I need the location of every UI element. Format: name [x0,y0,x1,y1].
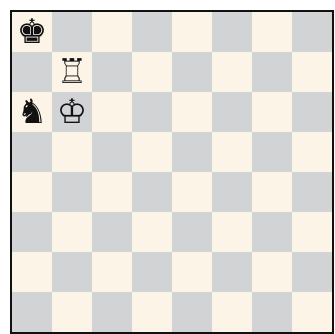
square-c3[interactable] [92,212,132,252]
square-d2[interactable] [132,252,172,292]
square-h4[interactable] [292,172,332,212]
square-a3[interactable] [12,212,52,252]
square-a2[interactable] [12,252,52,292]
square-h8[interactable] [292,12,332,52]
square-g7[interactable] [252,52,292,92]
square-b2[interactable] [52,252,92,292]
square-c6[interactable] [92,92,132,132]
square-h7[interactable] [292,52,332,92]
square-a5[interactable] [12,132,52,172]
square-g8[interactable] [252,12,292,52]
square-c8[interactable] [92,12,132,52]
square-c2[interactable] [92,252,132,292]
square-e6[interactable] [172,92,212,132]
black-knight-icon[interactable]: ♞ [12,92,52,132]
square-d4[interactable] [132,172,172,212]
square-f6[interactable] [212,92,252,132]
square-f2[interactable] [212,252,252,292]
square-g3[interactable] [252,212,292,252]
square-b5[interactable] [52,132,92,172]
square-a7[interactable] [12,52,52,92]
square-e7[interactable] [172,52,212,92]
square-b1[interactable] [52,292,92,332]
square-d1[interactable] [132,292,172,332]
black-king-icon[interactable]: ♚ [12,12,52,52]
square-e1[interactable] [172,292,212,332]
square-d5[interactable] [132,132,172,172]
square-a6[interactable]: ♞ [12,92,52,132]
square-c7[interactable] [92,52,132,92]
square-d6[interactable] [132,92,172,132]
square-f5[interactable] [212,132,252,172]
square-h3[interactable] [292,212,332,252]
square-f4[interactable] [212,172,252,212]
square-b8[interactable] [52,12,92,52]
square-g4[interactable] [252,172,292,212]
square-e8[interactable] [172,12,212,52]
square-d3[interactable] [132,212,172,252]
square-e2[interactable] [172,252,212,292]
square-f3[interactable] [212,212,252,252]
square-b6[interactable]: ♔ [52,92,92,132]
square-b7[interactable]: ♖ [52,52,92,92]
square-a1[interactable] [12,292,52,332]
square-g2[interactable] [252,252,292,292]
chessboard-frame: ♚♖♞♔ [10,10,334,334]
square-c4[interactable] [92,172,132,212]
square-d8[interactable] [132,12,172,52]
square-h6[interactable] [292,92,332,132]
square-b4[interactable] [52,172,92,212]
white-rook-icon[interactable]: ♖ [52,52,92,92]
square-e4[interactable] [172,172,212,212]
square-g1[interactable] [252,292,292,332]
square-a8[interactable]: ♚ [12,12,52,52]
square-f8[interactable] [212,12,252,52]
square-a4[interactable] [12,172,52,212]
square-b3[interactable] [52,212,92,252]
square-c1[interactable] [92,292,132,332]
square-h1[interactable] [292,292,332,332]
square-e5[interactable] [172,132,212,172]
square-f7[interactable] [212,52,252,92]
white-king-icon[interactable]: ♔ [52,92,92,132]
square-h2[interactable] [292,252,332,292]
square-g6[interactable] [252,92,292,132]
square-f1[interactable] [212,292,252,332]
square-h5[interactable] [292,132,332,172]
square-e3[interactable] [172,212,212,252]
square-d7[interactable] [132,52,172,92]
chessboard: ♚♖♞♔ [12,12,332,332]
square-g5[interactable] [252,132,292,172]
square-c5[interactable] [92,132,132,172]
